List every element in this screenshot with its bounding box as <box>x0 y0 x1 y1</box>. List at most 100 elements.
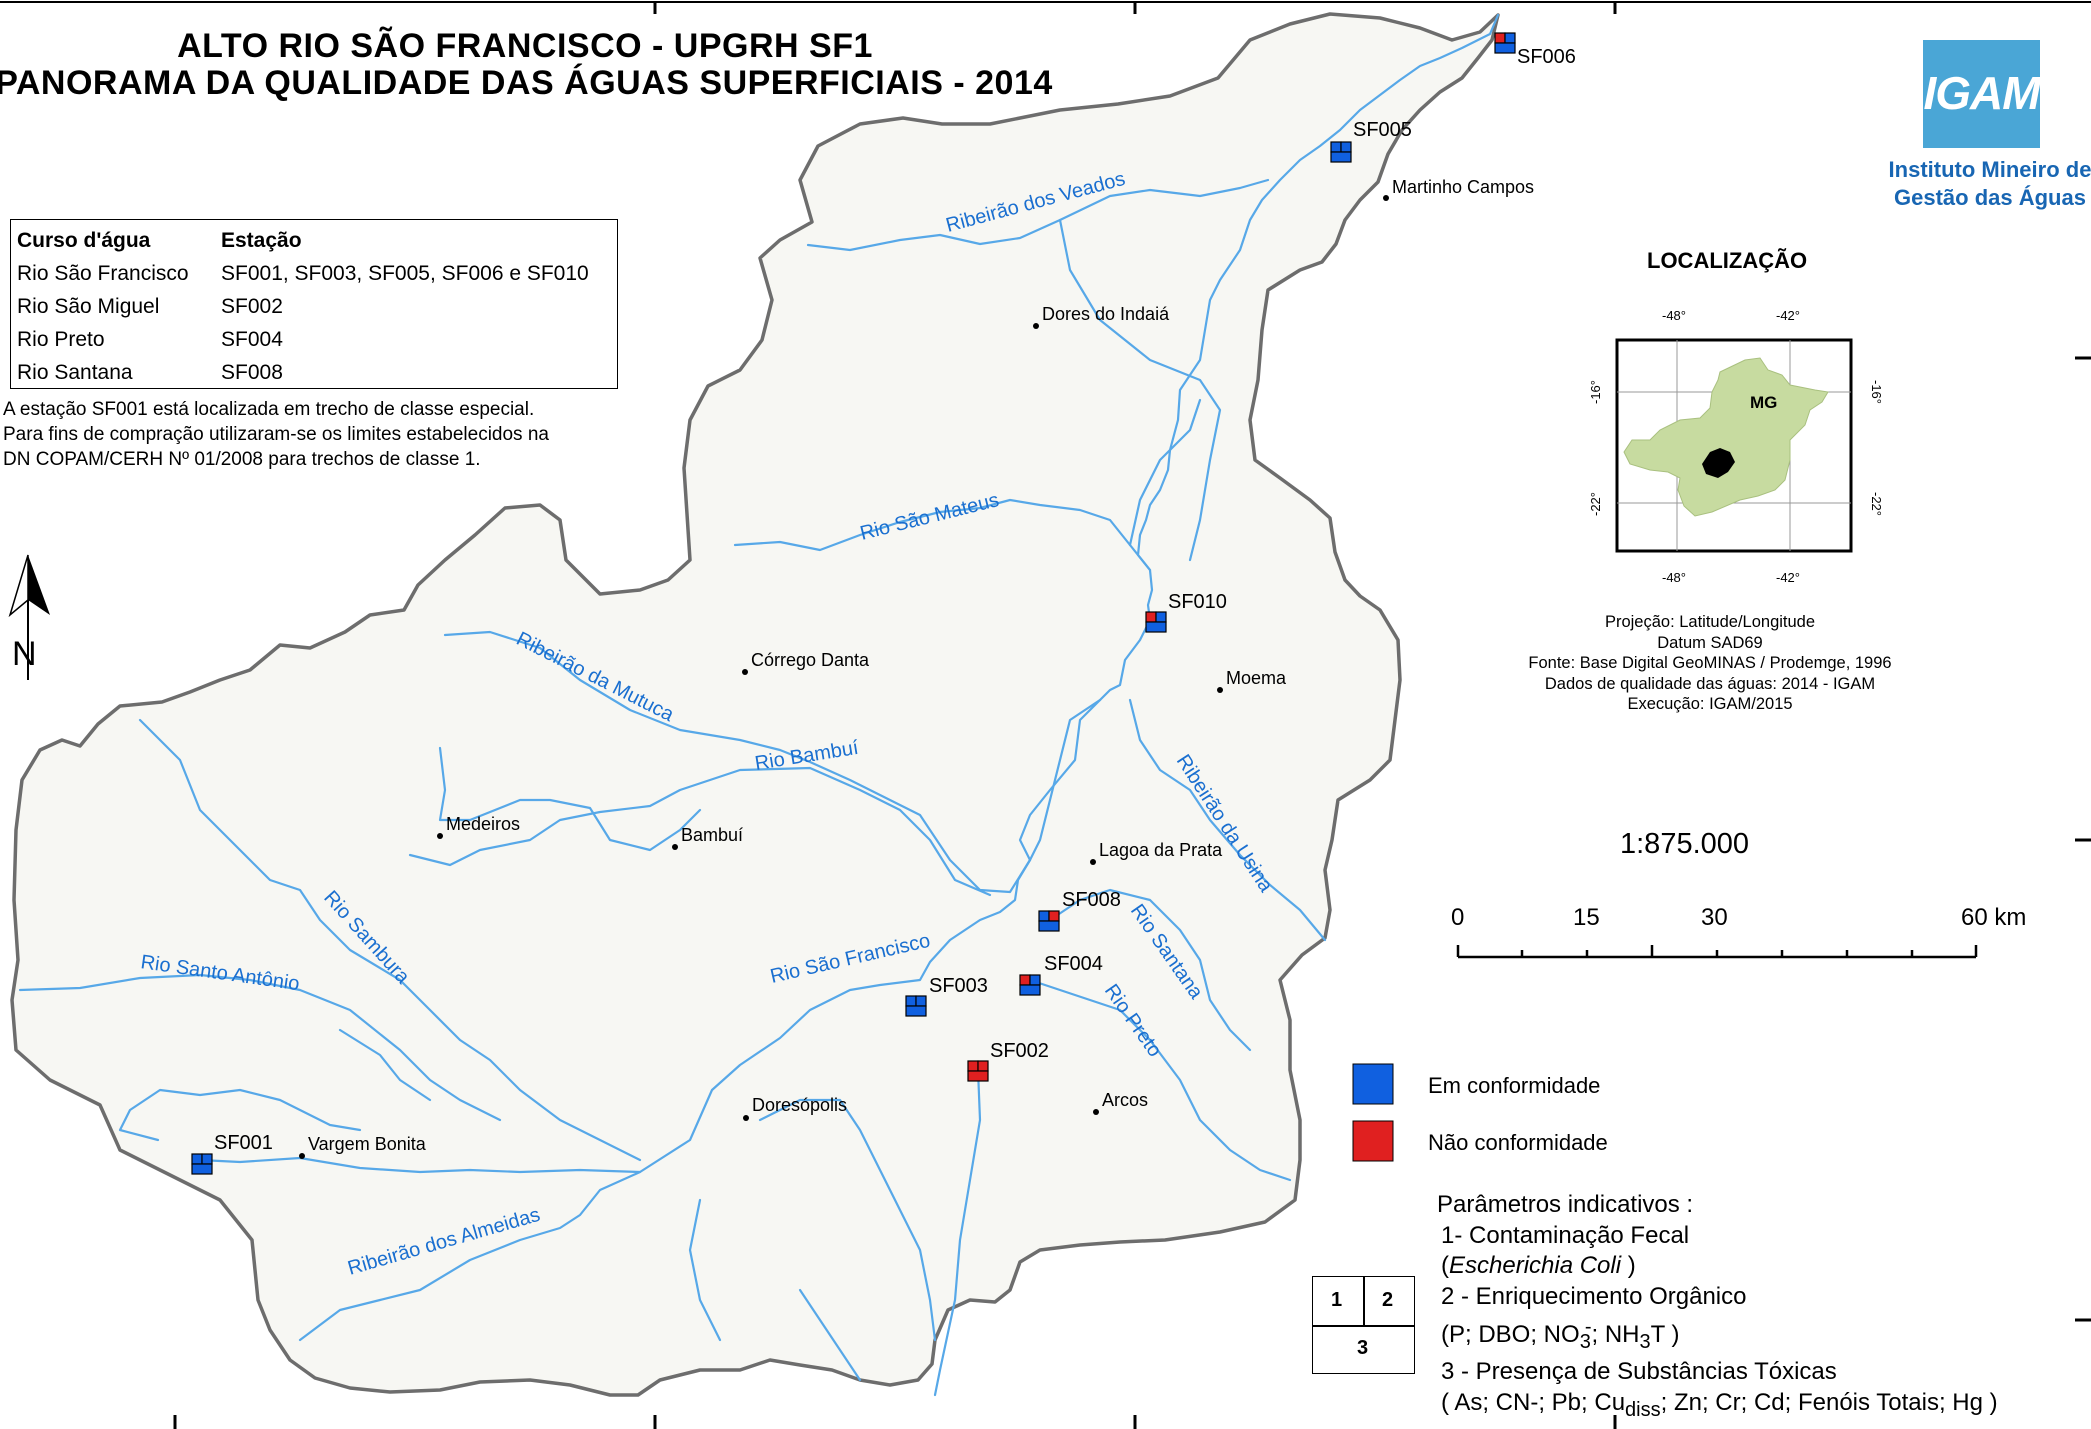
station-quadrant-3 <box>1038 920 1060 932</box>
station-label: SF006 <box>1517 46 1576 68</box>
mg-state-shape <box>1623 357 1829 517</box>
river-rio-bambui <box>408 766 992 897</box>
station-quadrant-2 <box>201 1153 213 1165</box>
river-bambui-trib <box>438 746 702 852</box>
river-sao-miguel <box>933 1068 982 1397</box>
inset-lat-label: -16° <box>1869 380 1884 404</box>
scale-label: 60 km <box>1961 904 2027 931</box>
quadrant-key-3: 3 <box>1357 1337 1369 1359</box>
river-mateus-trib <box>1128 398 1202 547</box>
city-label: Arcos <box>1102 1090 1148 1110</box>
north-arrow-icon <box>8 554 50 680</box>
city-label: Medeiros <box>446 814 520 834</box>
table-header-station: Estação <box>221 228 302 252</box>
station-marker: SF006 <box>1494 32 1576 68</box>
scale-label: 0 <box>1451 904 1465 931</box>
station-quadrant-1 <box>905 995 917 1007</box>
station-marker: SF008 <box>1038 889 1121 932</box>
station-quadrant-1 <box>1145 611 1157 623</box>
legend-swatch-nonconform <box>1352 1120 1394 1162</box>
river-rio-santo-antonio <box>18 973 502 1122</box>
river-rio-sambura <box>138 718 642 1162</box>
basin-boundary <box>10 12 1500 1397</box>
north-label: N <box>12 635 37 673</box>
station-label: SF003 <box>929 975 988 997</box>
map-title-line1: ALTO RIO SÃO FRANCISCO - UPGRH SF1 <box>177 27 873 65</box>
river-veados-trib <box>1058 218 1222 562</box>
city-label: Doresópolis <box>752 1095 847 1115</box>
igam-logo-text: IGAM <box>1923 67 2040 119</box>
river-network <box>18 13 1500 1397</box>
inset-lon-label: -48° <box>1662 570 1686 585</box>
city-label: Bambuí <box>681 825 743 845</box>
scale-label: 30 <box>1701 904 1728 931</box>
quadrant-key-1: 1 <box>1331 1289 1343 1311</box>
quadrant-key: 1 2 3 <box>1312 1276 1415 1374</box>
station-quadrant-1 <box>967 1060 979 1072</box>
station-quadrant-3 <box>1330 151 1352 163</box>
station-label: SF004 <box>1044 953 1103 975</box>
city-label: Moema <box>1226 668 1287 688</box>
parameters-legend: Parâmetros indicativos : 1- Contaminação… <box>1437 1191 1998 1421</box>
station-quadrant-3 <box>1494 42 1516 54</box>
inset-lat-label: -16° <box>1588 380 1603 404</box>
station-marker: SF001 <box>191 1132 273 1175</box>
city-label: Lagoa da Prata <box>1099 840 1223 860</box>
station-quadrant-2 <box>1504 32 1516 44</box>
river-usina-trib <box>1028 698 1102 862</box>
legend-swatch-conform <box>1352 1063 1394 1105</box>
station-quadrant-1 <box>1330 141 1342 153</box>
station-marker: SF010 <box>1145 591 1227 633</box>
station-quadrant-3 <box>1145 621 1167 633</box>
station-quadrant-3 <box>191 1163 213 1175</box>
location-title: LOCALIZAÇÃO <box>1647 248 1808 273</box>
map-title-line2: PANORAMA DA QUALIDADE DAS ÁGUAS SUPERFIC… <box>0 64 1053 102</box>
station-marker: SF005 <box>1330 119 1412 163</box>
station-quadrant-2 <box>1340 141 1352 153</box>
station-quadrant-1 <box>1038 910 1050 922</box>
legend-conform-label: Em conformidade <box>1428 1073 1601 1098</box>
station-quadrant-1 <box>191 1153 203 1165</box>
river-sao-francisco-main <box>198 13 1500 1174</box>
station-quadrant-2 <box>915 995 927 1007</box>
station-label: SF001 <box>214 1132 273 1154</box>
inset-lat-label: -22° <box>1869 492 1884 516</box>
station-quadrant-1 <box>1494 32 1506 44</box>
river-sf-westhead <box>118 1088 362 1142</box>
river-sul-trib-1 <box>758 1098 937 1342</box>
inset-state-label: MG <box>1750 393 1777 412</box>
station-label: SF005 <box>1353 119 1412 141</box>
city-label: Córrego Danta <box>751 650 870 670</box>
institute-name: Instituto Mineiro de Gestão das Águas <box>1888 157 2091 210</box>
inset-lat-label: -22° <box>1588 492 1603 516</box>
station-label: SF008 <box>1062 889 1121 911</box>
station-marker: SF002 <box>967 1040 1049 1082</box>
station-label: SF002 <box>990 1040 1049 1062</box>
river-sambura-trib <box>338 1028 432 1102</box>
classification-note: A estação SF001 está localizada em trech… <box>3 399 549 470</box>
quadrant-key-2: 2 <box>1382 1289 1394 1311</box>
scale-ratio: 1:875.000 <box>1620 828 1750 860</box>
basin-location-shape <box>1702 448 1735 478</box>
inset-lon-label: -42° <box>1776 308 1800 323</box>
river-ribeirao-da-usina <box>1128 698 1327 942</box>
projection-info: Projeção: Latitude/Longitude Datum SAD69… <box>1528 613 1892 713</box>
inset-lon-label: -48° <box>1662 308 1686 323</box>
city-label: Dores do Indaiá <box>1042 304 1170 324</box>
station-quadrant-3 <box>1019 984 1041 996</box>
station-label: SF010 <box>1168 591 1227 613</box>
river-ribeirao-dos-almeidas <box>298 1170 642 1342</box>
station-quadrant-2 <box>1048 910 1060 922</box>
table-header-course: Curso d'água <box>17 228 151 252</box>
scale-bar <box>1456 945 1978 959</box>
igam-logo-icon <box>1923 40 2040 148</box>
scale-label: 15 <box>1573 904 1600 931</box>
station-quadrant-3 <box>967 1070 989 1082</box>
city-label: Martinho Campos <box>1392 177 1534 197</box>
location-inset: MG -48° -42° -48° -42° -16° -22° -16° -2… <box>1588 308 1884 585</box>
